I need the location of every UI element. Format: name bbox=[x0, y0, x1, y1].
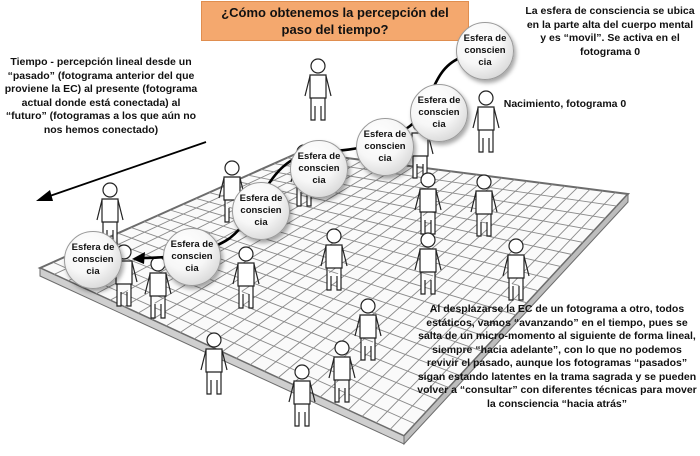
page-title: ¿Cómo obtenemos la percepción del paso d… bbox=[201, 1, 469, 41]
grid-wire bbox=[78, 250, 438, 401]
grid-wire bbox=[169, 209, 517, 316]
time-advance-note: Al desplazarse la EC de un fotograma a o… bbox=[417, 303, 697, 410]
grid-wire bbox=[52, 261, 416, 425]
sphere-location-note: La esfera de consciencia se ubica en la … bbox=[525, 5, 695, 58]
grid-wire bbox=[156, 215, 505, 328]
time-perception-note: Tiempo - percepción lineal desde un “pas… bbox=[4, 56, 198, 136]
time-arrow bbox=[36, 141, 207, 201]
grid-wire bbox=[91, 244, 449, 389]
birth-note: Nacimiento, fotograma 0 bbox=[503, 98, 627, 110]
stick-figure bbox=[472, 90, 500, 153]
stick-figure bbox=[304, 58, 332, 121]
